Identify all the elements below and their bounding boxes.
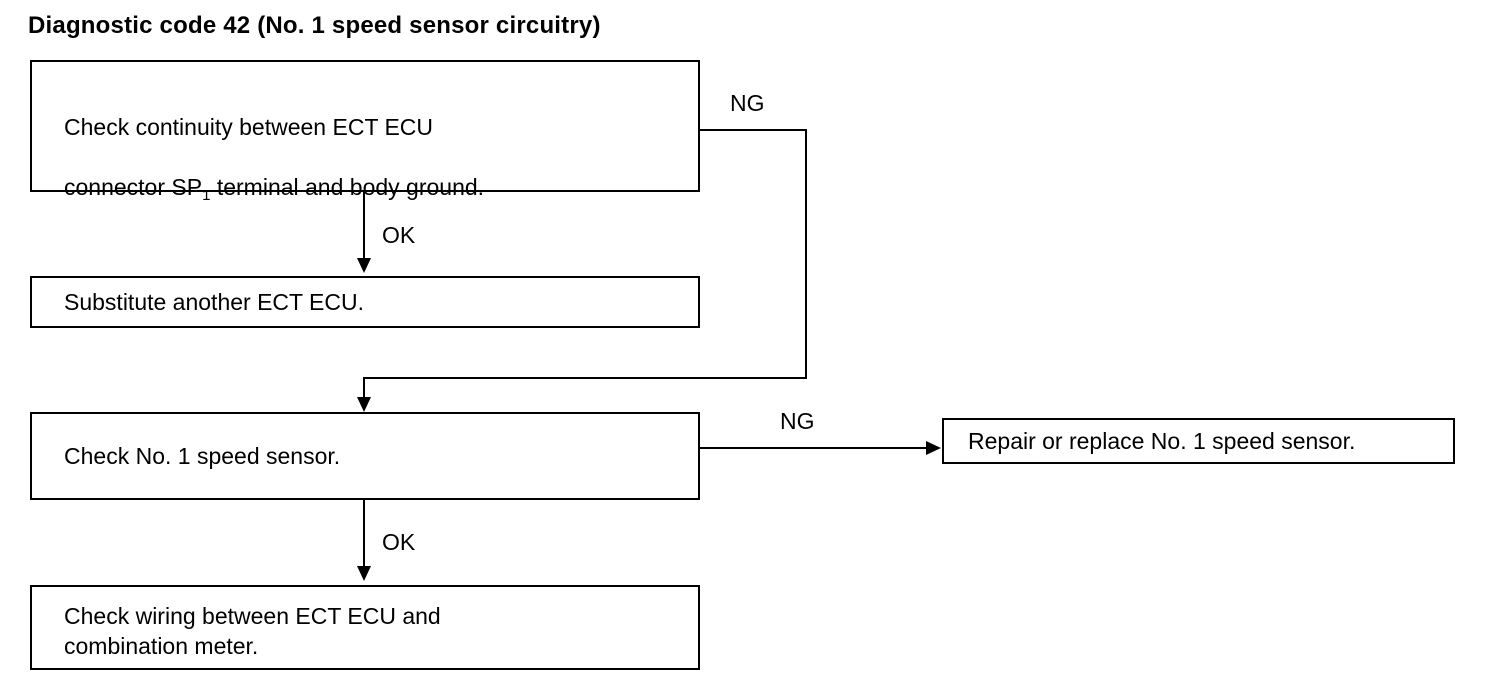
node-check-continuity-text: Check continuity between ECT ECU connect… bbox=[64, 82, 484, 206]
edge-ng-1-arrowhead bbox=[357, 397, 371, 412]
node-substitute-ecu[interactable]: Substitute another ECT ECU. bbox=[30, 276, 700, 328]
node-check-sensor[interactable]: Check No. 1 speed sensor. bbox=[30, 412, 700, 500]
edge-ng-1-segment-horizontal-top bbox=[700, 129, 807, 131]
node-check-continuity[interactable]: Check continuity between ECT ECU connect… bbox=[30, 60, 700, 204]
node-substitute-ecu-text: Substitute another ECT ECU. bbox=[64, 289, 364, 315]
node-check-continuity-line2-pre: connector SP bbox=[64, 174, 203, 200]
node-repair-sensor[interactable]: Repair or replace No. 1 speed sensor. bbox=[942, 418, 1455, 464]
edge-ng-2-segment bbox=[700, 447, 928, 449]
edge-ng-1-segment-vertical bbox=[805, 129, 807, 379]
node-check-wiring-text: Check wiring between ECT ECU and combina… bbox=[64, 603, 441, 659]
node-check-continuity-line2-post: terminal and body ground. bbox=[210, 174, 485, 200]
node-check-wiring[interactable]: Check wiring between ECT ECU and combina… bbox=[30, 585, 700, 670]
edge-ng-1-segment-horizontal-bottom bbox=[364, 377, 807, 379]
node-check-sensor-text: Check No. 1 speed sensor. bbox=[64, 443, 341, 469]
edge-ng-1-segment-drop bbox=[363, 377, 365, 399]
edge-label-ok-1: OK bbox=[382, 222, 416, 248]
edge-label-ok-2: OK bbox=[382, 529, 416, 555]
edge-label-ng-2: NG bbox=[780, 408, 815, 434]
node-repair-sensor-text: Repair or replace No. 1 speed sensor. bbox=[968, 428, 1356, 454]
edge-label-ng-1: NG bbox=[730, 90, 765, 116]
edge-ok-1-segment bbox=[363, 192, 365, 260]
edge-ok-1-arrowhead bbox=[357, 258, 371, 273]
node-check-continuity-line1: Check continuity between ECT ECU bbox=[64, 114, 434, 140]
page-title: Diagnostic code 42 (No. 1 speed sensor c… bbox=[28, 12, 601, 39]
edge-ng-2-arrowhead bbox=[926, 441, 941, 455]
node-check-continuity-subscript: 1 bbox=[202, 187, 211, 204]
edge-ok-2-arrowhead bbox=[357, 566, 371, 581]
edge-ok-2-segment bbox=[363, 500, 365, 568]
